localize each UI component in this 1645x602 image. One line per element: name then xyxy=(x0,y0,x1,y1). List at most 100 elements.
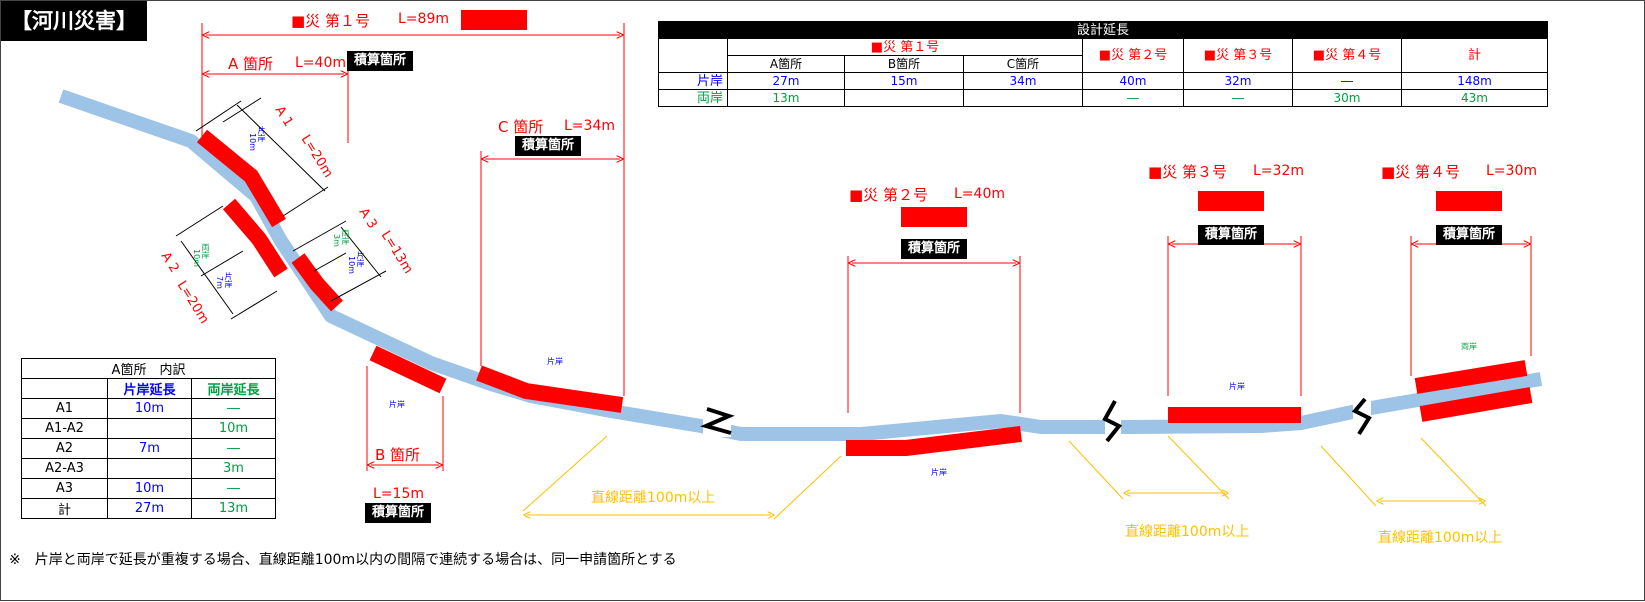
summary-sub-c: C箇所 xyxy=(963,55,1083,73)
dim-c xyxy=(480,151,620,366)
breakdown-cell-one: 7m xyxy=(107,438,192,459)
dim-d1 xyxy=(201,23,625,396)
d3-calc-badge: 積算箇所 xyxy=(1198,225,1265,245)
breakdown-row-label: A2-A3 xyxy=(21,458,108,479)
distance-label-3: 直線距離100m以上 xyxy=(1378,530,1503,546)
breakdown-cell-one xyxy=(107,418,192,439)
breakdown-cell-one: 10m xyxy=(107,398,192,419)
dim-d2 xyxy=(847,256,1021,413)
d1-apply-badge: 申請箇所 xyxy=(461,10,528,30)
a2-both-len: 10m xyxy=(192,249,201,267)
breakdown-cell-one: 27m xyxy=(107,498,192,519)
breakdown-row-label: A1 xyxy=(21,398,108,419)
break-mark-3 xyxy=(1351,397,1372,436)
dim-b xyxy=(366,366,444,471)
dim-a xyxy=(206,71,349,143)
summary-group-d1: ■災 第１号 xyxy=(727,38,1083,56)
segment-a2 xyxy=(222,198,288,278)
footnote: ※ 片岸と両岸で延長が重複する場合、直線距離100m以内の間隔で連続する場合は、… xyxy=(9,552,677,568)
loc-b-length: L=15m xyxy=(373,486,424,502)
summary-cell: 43m xyxy=(1401,89,1548,107)
d3-length: L=32m xyxy=(1253,163,1304,179)
loc-a-length: L=40m xyxy=(295,55,346,71)
a2-side-text: 片岸 xyxy=(224,272,233,288)
d2-apply-badge: 申請箇所 xyxy=(901,207,968,227)
breakdown-row-label: A2 xyxy=(21,438,108,459)
table-row: A2-A3 3m xyxy=(21,458,276,479)
summary-corner xyxy=(658,38,728,73)
summary-sub-b: B箇所 xyxy=(844,55,964,73)
loc-a-calc-badge: 積算箇所 xyxy=(347,51,414,71)
breakdown-cell-both: ― xyxy=(191,398,276,419)
summary-cell: ― xyxy=(1183,89,1293,107)
loc-b-label: B 箇所 xyxy=(375,446,421,464)
summary-header-d3: ■災 第３号 xyxy=(1183,38,1293,73)
summary-cell: 34m xyxy=(963,72,1083,90)
summary-row-label: 両岸 xyxy=(658,89,728,107)
a3-both-len: 3m xyxy=(332,234,341,247)
d4-heading: ■災 第４号 xyxy=(1381,163,1460,181)
summary-cell: 30m xyxy=(1292,89,1402,107)
a2-side-len: 7m xyxy=(215,276,224,289)
table-row: A3 10m ― xyxy=(21,478,276,499)
summary-cell: 13m xyxy=(727,89,845,107)
breakdown-cell-both: 10m xyxy=(191,418,276,439)
a3-side-len: 10m xyxy=(347,256,356,274)
a1-side-text: 片岸 xyxy=(257,126,266,142)
summary-cell: ― xyxy=(1082,89,1184,107)
summary-cell: 32m xyxy=(1183,72,1293,90)
summary-row-both-sides: 両岸 13m ― ― 30m 43m xyxy=(658,89,1548,107)
summary-cell: 40m xyxy=(1082,72,1184,90)
table-row: A2 7m ― xyxy=(21,438,276,459)
breakdown-cell-both: 3m xyxy=(191,458,276,479)
summary-title: 設計延長 xyxy=(658,21,1548,39)
table-row: A1-A2 10m xyxy=(21,418,276,439)
breakdown-row-label: A1-A2 xyxy=(21,418,108,439)
summary-cell xyxy=(963,89,1083,107)
summary-cell: ― xyxy=(1292,72,1402,90)
dim-d3 xyxy=(1167,236,1302,396)
d3-apply-badge: 申請箇所 xyxy=(1198,191,1265,211)
distance-label-1: 直線距離100m以上 xyxy=(591,490,716,506)
a3-side-text: 片岸 xyxy=(356,251,365,267)
loc-b-calc-badge: 積算箇所 xyxy=(365,503,432,523)
breakdown-header-both-sides: 両岸延長 xyxy=(191,378,276,399)
d3-side: 片岸 xyxy=(1229,382,1245,391)
distance-label-2: 直線距離100m以上 xyxy=(1125,524,1250,540)
breakdown-cell-both: ― xyxy=(191,478,276,499)
loc-c-calc-badge: 積算箇所 xyxy=(515,136,582,156)
a1-side-len: 10m xyxy=(248,133,257,151)
segment-d2 xyxy=(846,426,1022,456)
design-length-table: 設計延長 ■災 第１号 ■災 第２号 ■災 第３号 ■災 第４号 計 A箇所 B… xyxy=(658,21,1548,107)
loc-c-side: 片岸 xyxy=(547,357,563,366)
summary-cell xyxy=(844,89,964,107)
segment-d4-upper xyxy=(1414,360,1528,394)
d2-calc-badge: 積算箇所 xyxy=(901,239,968,259)
breakdown-cell-one xyxy=(107,458,192,479)
table-row: 計 27m 13m xyxy=(21,498,276,519)
dim-distance xyxy=(522,435,1487,520)
d2-heading: ■災 第２号 xyxy=(849,186,928,204)
summary-header-d2: ■災 第２号 xyxy=(1082,38,1184,73)
summary-header-d4: ■災 第４号 xyxy=(1292,38,1402,73)
loc-c-label: C 箇所 xyxy=(498,118,544,136)
segment-b xyxy=(369,345,447,394)
breakdown-row-label: 計 xyxy=(21,498,108,519)
summary-sub-a: A箇所 xyxy=(727,55,845,73)
a-breakdown-table: A箇所 内訳 片岸延長 両岸延長 A1 10m ― A1-A2 10m A2 7… xyxy=(21,358,276,519)
summary-row-label: 片岸 xyxy=(658,72,728,90)
summary-cell: 15m xyxy=(844,72,964,90)
table-row: A1 10m ― xyxy=(21,398,276,419)
d1-heading: ■災 第１号 xyxy=(291,12,370,30)
d4-apply-badge: 申請箇所 xyxy=(1436,191,1503,211)
a3-both-text: 両岸 xyxy=(341,229,350,245)
breakdown-header-one-side: 片岸延長 xyxy=(107,378,192,399)
summary-cell: 27m xyxy=(727,72,845,90)
segment-c xyxy=(476,365,624,413)
a2-both-text: 両岸 xyxy=(201,243,210,259)
summary-cell: 148m xyxy=(1401,72,1548,90)
breakdown-cell-both: 13m xyxy=(191,498,276,519)
breakdown-cell-both: ― xyxy=(191,438,276,459)
